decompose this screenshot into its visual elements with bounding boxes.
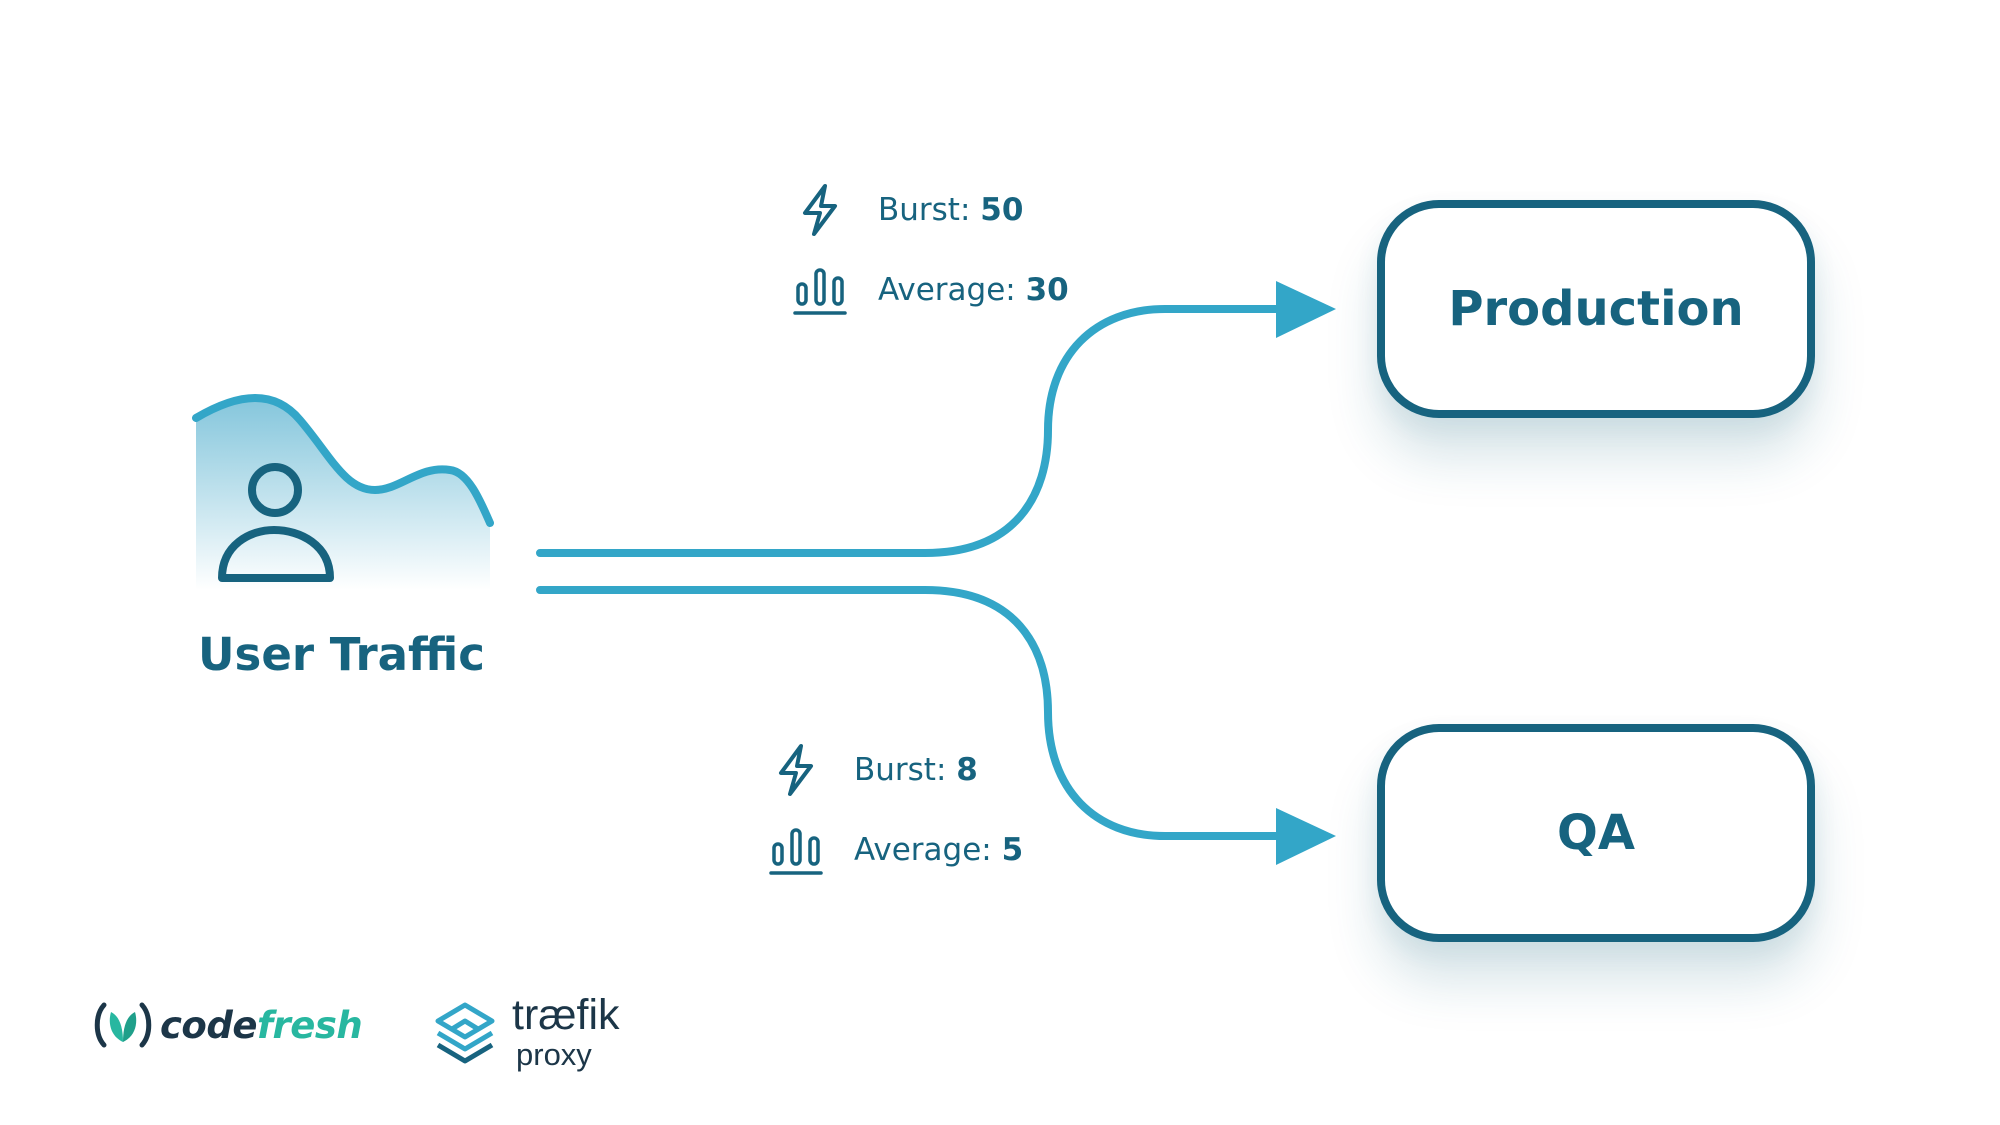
average-label: Average: xyxy=(854,832,992,868)
bar-chart-icon xyxy=(792,262,848,318)
flow-line-qa xyxy=(536,586,1294,840)
codefresh-logo: codefresh xyxy=(92,1000,363,1050)
production-burst-stat: Burst: 50 xyxy=(792,182,1023,238)
production-label: Production xyxy=(1448,281,1744,337)
lightning-bolt-icon xyxy=(768,742,824,798)
traefik-word-main: træfik xyxy=(512,991,620,1039)
traefik-diamond-icon xyxy=(435,1002,495,1064)
lightning-bolt-icon xyxy=(792,182,848,238)
flow-line-production xyxy=(536,305,1294,557)
burst-label: Burst: xyxy=(854,752,947,788)
burst-value: 50 xyxy=(980,192,1024,228)
qa-burst-stat: Burst: 8 xyxy=(768,742,978,798)
codefresh-word-code: code xyxy=(160,1003,257,1047)
traefik-word-sub: proxy xyxy=(516,1037,592,1072)
codefresh-word-fresh: fresh xyxy=(256,1003,363,1047)
qa-average-stat: Average: 5 xyxy=(768,822,1023,878)
traefik-proxy-logo: træfik proxy xyxy=(432,994,620,1070)
user-traffic-icon xyxy=(192,394,494,590)
arrowhead-production xyxy=(1276,281,1336,338)
qa-label: QA xyxy=(1557,805,1635,861)
arrowhead-qa xyxy=(1276,808,1336,865)
burst-label: Burst: xyxy=(878,192,971,228)
burst-value: 8 xyxy=(956,752,978,788)
bar-chart-icon xyxy=(768,822,824,878)
production-box: Production xyxy=(1377,200,1815,418)
production-average-stat: Average: 30 xyxy=(792,262,1069,318)
user-traffic-label: User Traffic xyxy=(198,628,485,681)
codefresh-leaf-icon xyxy=(94,1002,152,1048)
average-value: 30 xyxy=(1025,272,1069,308)
qa-box: QA xyxy=(1377,724,1815,942)
flow-lines xyxy=(536,305,1294,840)
average-value: 5 xyxy=(1001,832,1024,868)
average-label: Average: xyxy=(878,272,1016,308)
